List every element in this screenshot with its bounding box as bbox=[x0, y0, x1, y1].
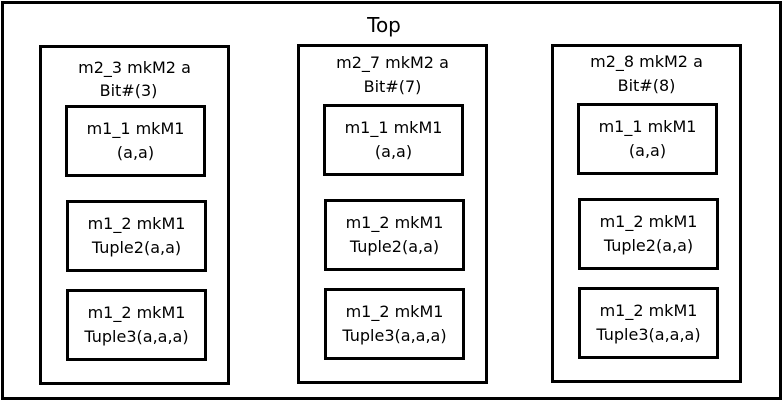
submodule-box: m1_1 mkM1 (a,a) bbox=[65, 105, 206, 177]
module-m2-3: m2_3 mkM2 a Bit#(3) m1_1 mkM1 (a,a) m1_2… bbox=[39, 45, 230, 385]
submodule-type: Tuple2(a,a) bbox=[349, 237, 440, 256]
submodule-box: m1_2 mkM1 Tuple3(a,a,a) bbox=[578, 287, 719, 359]
submodule-type: (a,a) bbox=[116, 143, 155, 162]
submodule-name: m1_2 mkM1 bbox=[87, 303, 186, 322]
submodule-box: m1_2 mkM1 Tuple3(a,a,a) bbox=[66, 289, 207, 361]
submodule-name: m1_1 mkM1 bbox=[86, 119, 185, 138]
submodule-name: m1_2 mkM1 bbox=[345, 302, 444, 321]
module-label-name: m2_7 mkM2 a bbox=[336, 53, 449, 72]
submodule-name: m1_1 mkM1 bbox=[598, 117, 697, 136]
submodule-type: (a,a) bbox=[628, 141, 667, 160]
submodule-type: Tuple2(a,a) bbox=[91, 238, 182, 257]
top-module-title: Top bbox=[367, 13, 401, 37]
module-m2-7: m2_7 mkM2 a Bit#(7) m1_1 mkM1 (a,a) m1_2… bbox=[297, 44, 488, 384]
submodule-box: m1_1 mkM1 (a,a) bbox=[577, 103, 718, 175]
submodule-name: m1_1 mkM1 bbox=[344, 118, 443, 137]
module-m2-8: m2_8 mkM2 a Bit#(8) m1_1 mkM1 (a,a) m1_2… bbox=[551, 44, 742, 383]
submodule-type: Tuple3(a,a,a) bbox=[342, 326, 447, 345]
submodule-type: Tuple2(a,a) bbox=[603, 236, 694, 255]
module-label-type: Bit#(3) bbox=[99, 81, 158, 100]
submodule-box: m1_2 mkM1 Tuple3(a,a,a) bbox=[324, 288, 465, 360]
submodule-box: m1_2 mkM1 Tuple2(a,a) bbox=[66, 200, 207, 272]
module-label-type: Bit#(7) bbox=[363, 77, 422, 96]
module-label-name: m2_8 mkM2 a bbox=[590, 52, 703, 71]
submodule-name: m1_2 mkM1 bbox=[599, 212, 698, 231]
submodule-box: m1_1 mkM1 (a,a) bbox=[323, 104, 464, 176]
submodule-name: m1_2 mkM1 bbox=[87, 214, 186, 233]
submodule-box: m1_2 mkM1 Tuple2(a,a) bbox=[324, 199, 465, 271]
submodule-type: Tuple3(a,a,a) bbox=[84, 327, 189, 346]
submodule-type: Tuple3(a,a,a) bbox=[596, 325, 701, 344]
submodule-type: (a,a) bbox=[374, 142, 413, 161]
submodule-name: m1_2 mkM1 bbox=[599, 301, 698, 320]
submodule-name: m1_2 mkM1 bbox=[345, 213, 444, 232]
module-label-type: Bit#(8) bbox=[617, 76, 676, 95]
module-label-name: m2_3 mkM2 a bbox=[78, 58, 191, 77]
submodule-box: m1_2 mkM1 Tuple2(a,a) bbox=[578, 198, 719, 270]
